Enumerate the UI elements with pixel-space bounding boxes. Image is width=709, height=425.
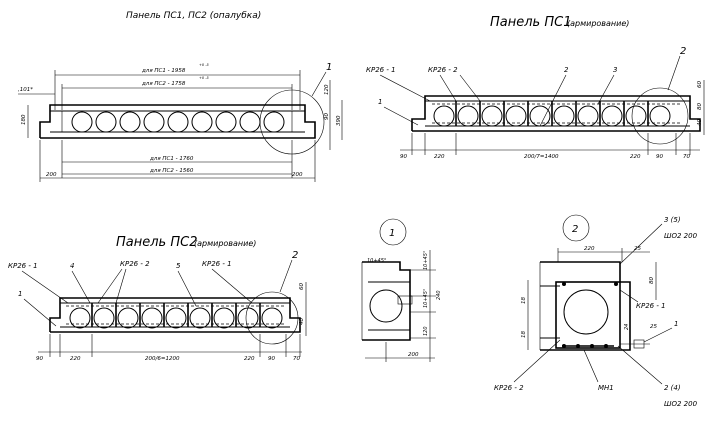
ps2-view: Панель ПС2 (армирование)	[8, 235, 307, 362]
detail-2-dim-25a: 25	[634, 246, 641, 252]
detail-1-dim-c: 10+45°	[423, 288, 429, 308]
detail-2-label-mn: МН1	[598, 384, 614, 392]
detail-1: 1 10+45° 10+45° 10+45° 240 120 200	[361, 218, 442, 362]
ps1-label-kr1: КР26 - 1	[366, 66, 396, 74]
ps2-label-5: 5	[176, 262, 181, 270]
right-dim-a: 120	[324, 84, 330, 95]
detail-2-label-3-5: 3 (5)	[664, 216, 681, 224]
detail-1-dim-a: 10+45°	[367, 258, 387, 264]
left-dim: ,101*	[18, 87, 33, 93]
ps2-label-kr2: КР26 - 2	[120, 260, 150, 268]
right-dim-c: 390	[336, 115, 342, 126]
ps1-label-1: 1	[378, 98, 382, 106]
ps1-title: Панель ПС1	[490, 15, 571, 30]
ps1-dim-70: 70	[683, 154, 690, 160]
detail-2-dim-25b: 25	[650, 324, 657, 330]
detail-2-dim-80: 80	[649, 277, 655, 284]
detail-2-label-1: 1	[674, 320, 678, 328]
detail-1-callout: 1	[389, 228, 395, 239]
detail-2-callout: 2	[572, 224, 578, 235]
detail-2-label-sho-bot: ШО2 200	[664, 400, 698, 408]
right-dim-b: 90	[324, 113, 330, 120]
detail-1-lug	[397, 295, 413, 305]
ps1-dim-220b: 220	[630, 154, 641, 160]
detail-2-dim-18b: 18	[521, 331, 527, 338]
ps1-voids	[433, 105, 671, 127]
ps2-callout: 2	[292, 250, 298, 261]
ps1-dim-220a: 220	[434, 154, 445, 160]
detail-2-dim-24: 24	[624, 324, 630, 330]
ps2-dim-60: 60	[299, 283, 305, 290]
ps1-dim-40: 40	[697, 119, 703, 126]
end-left-dim: 200	[46, 172, 57, 178]
top-dim-ps2-tol: +0 -5	[199, 76, 210, 80]
ps1-view: Панель ПС1 (армирование)	[366, 15, 705, 160]
ps2-dim-40: 40	[299, 318, 305, 325]
ps2-title-note: (армирование)	[194, 239, 256, 248]
ps1-callout: 2	[680, 46, 686, 57]
ps2-label-kr1b: КР26 - 1	[202, 260, 232, 268]
detail-1-dim-b: 10+45°	[423, 250, 429, 270]
formwork-title: Панель ПС1, ПС2 (опалубка)	[126, 11, 261, 21]
bot-dim-ps2: для ПС2 - 1560	[149, 168, 194, 174]
detail-1-dim-d: 240	[436, 290, 442, 300]
detail-2-label-sho-top: ШО2 200	[664, 232, 698, 240]
detail-2-label-kr2: КР26 - 2	[494, 384, 524, 392]
detail-2-dim-220: 220	[584, 246, 595, 252]
ps2-dim-70: 70	[293, 356, 300, 362]
formwork-callout: 1	[326, 62, 332, 73]
ps2-title: Панель ПС2	[116, 235, 197, 250]
ps2-label-kr1a: КР26 - 1	[8, 262, 38, 270]
top-dim-ps2: для ПС2 - 1758	[141, 81, 186, 87]
ps1-dim-90a: 90	[400, 154, 407, 160]
ps2-dim-220a: 220	[70, 356, 81, 362]
ps1-label-2a: 2	[564, 66, 569, 74]
ps2-dim-90a: 90	[36, 356, 43, 362]
detail-1-dim-f: 200	[408, 352, 419, 358]
top-dim-ps1: для ПС1 - 1958	[141, 68, 186, 74]
ps2-dim-90b: 90	[268, 356, 275, 362]
end-right-dim: 200	[292, 172, 303, 178]
height-dim: 180	[21, 114, 27, 125]
ps2-dim-main: 200/6=1200	[145, 356, 180, 362]
formwork-voids	[71, 111, 285, 133]
ps2-dim-220b: 220	[244, 356, 255, 362]
ps1-dim-60: 60	[697, 81, 703, 88]
ps1-label-kr2: КР26 - 2	[428, 66, 458, 74]
ps1-dim-80: 80	[697, 103, 703, 110]
ps2-frames	[66, 303, 284, 327]
detail-2-cage	[555, 281, 621, 349]
ps1-dim-main: 200/7=1400	[524, 154, 559, 160]
ps1-dim-90b: 90	[656, 154, 663, 160]
ps2-label-4: 4	[70, 262, 74, 270]
top-dim-ps1-tol: +0 -5	[199, 63, 210, 67]
detail-2-label-2-4: 2 (4)	[664, 384, 681, 392]
ps2-voids	[69, 307, 283, 329]
detail-1-dim-e: 120	[423, 326, 429, 336]
ps1-frames	[432, 101, 680, 126]
formwork-view: Панель ПС1, ПС2 (опалубка) для ПС1 - 195…	[18, 11, 343, 182]
detail-2-label-kr1: КР26 - 1	[636, 302, 666, 310]
detail-2: 2 220 25 80 18 18 24 25 3 (5) ШО2 200 КР…	[494, 214, 698, 408]
ps1-label-3: 3	[613, 66, 617, 74]
ps2-label-1: 1	[18, 290, 22, 298]
detail-2-dim-18a: 18	[521, 297, 527, 304]
bot-dim-ps1: для ПС1 - 1760	[149, 156, 194, 162]
ps1-title-note: (армирование)	[567, 19, 629, 28]
